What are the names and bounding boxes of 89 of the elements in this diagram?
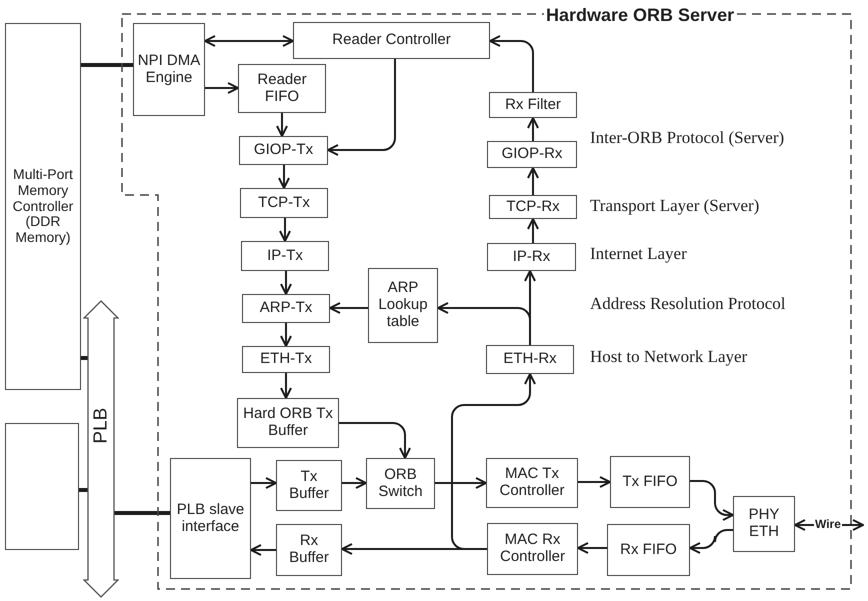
block-label: Reader FIFO [256, 72, 308, 106]
arrow [342, 477, 367, 489]
block-box [240, 188, 328, 218]
block-box [238, 64, 326, 113]
server-region [121, 8, 852, 590]
layer-label: Address Resolution Protocol [590, 294, 786, 314]
block-box [486, 345, 574, 374]
block-box [293, 22, 490, 59]
block-box [133, 23, 205, 116]
block-label: ARP Lookup table [377, 280, 429, 331]
arrow [689, 529, 733, 554]
block-box [489, 92, 577, 118]
arrow [276, 113, 288, 137]
block-label: Tx FIFO [622, 474, 678, 490]
arrow [251, 477, 277, 489]
block-label: Reader Controller [331, 32, 452, 49]
arrow [435, 477, 487, 489]
arrow [279, 218, 291, 242]
block-box [366, 458, 435, 509]
arrow [327, 59, 396, 156]
block-box [5, 23, 81, 390]
arrow [527, 117, 539, 141]
bus-connection [81, 63, 133, 67]
layer-label: Transport Layer (Server) [590, 196, 760, 216]
arrow [437, 302, 531, 345]
arrow [527, 167, 539, 195]
block-label: ETH-Rx [502, 351, 558, 368]
arrow [339, 422, 411, 459]
block-box [733, 496, 795, 552]
arrow [527, 218, 539, 243]
layer-label: Internet Layer [590, 244, 688, 264]
arrow [578, 476, 611, 488]
block-box [487, 243, 576, 271]
bus-label: PLB [90, 408, 112, 444]
block-label: Rx FIFO [619, 542, 678, 558]
block-label: IP-Tx [266, 248, 304, 264]
block-label: Rx Buffer [288, 533, 330, 567]
bus-connection [79, 488, 88, 492]
block-label: NPI DMA Engine [136, 52, 202, 86]
block-label: TCP-Rx [505, 198, 561, 216]
block-box [486, 458, 578, 508]
bus-connection [114, 511, 170, 515]
block-box [237, 398, 339, 448]
block-box [242, 294, 330, 323]
block-label: PLB slave interface [176, 502, 246, 536]
block-label: GIOP-Tx [252, 142, 314, 159]
arrow [204, 35, 294, 47]
arrow [280, 271, 292, 295]
block-box [610, 456, 690, 508]
block-label: Hard ORB Tx Buffer [242, 406, 334, 440]
block-label: ARP-Tx [258, 300, 314, 317]
block-box [276, 524, 342, 576]
block-label: Multi-Port Memory Controller (DDR Memory) [12, 167, 74, 246]
arrow [489, 35, 534, 92]
block-label: IP-Rx [512, 248, 552, 266]
block-label: ORB Switch [377, 466, 424, 500]
layer-label: Host to Network Layer [590, 347, 748, 368]
block-label: Rx Filter [504, 96, 562, 114]
block-box [5, 423, 79, 550]
block-box [487, 523, 578, 575]
arrow [690, 480, 734, 521]
block-label: PHY ETH [748, 507, 780, 541]
block-label: TCP-Tx [257, 194, 311, 212]
block-box [170, 458, 251, 579]
arrow [280, 323, 292, 347]
block-label: MAC Tx Controller [498, 466, 566, 500]
block-box [607, 524, 690, 576]
block-label: MAC Rx Controller [498, 532, 566, 566]
arrow [329, 302, 368, 314]
arrow [577, 542, 607, 554]
arrow [451, 373, 536, 550]
arrow [205, 82, 239, 94]
block-box [239, 136, 328, 165]
block-box [487, 141, 577, 168]
block-label: GIOP-Rx [500, 146, 564, 163]
block-box [368, 268, 438, 343]
layer-label: Inter-ORB Protocol (Server) [590, 128, 786, 148]
arrow [278, 165, 290, 189]
block-box [241, 241, 329, 271]
block-box [489, 195, 577, 219]
block-label: Tx Buffer [288, 468, 330, 502]
bus-arrow [83, 300, 119, 598]
edge-label: Wire [814, 518, 842, 530]
block-box [242, 346, 330, 373]
arrow [280, 373, 292, 399]
block-box [276, 460, 342, 511]
bus-connection [81, 356, 88, 360]
arrow [250, 544, 276, 556]
block-label: ETH-Tx [259, 351, 313, 368]
